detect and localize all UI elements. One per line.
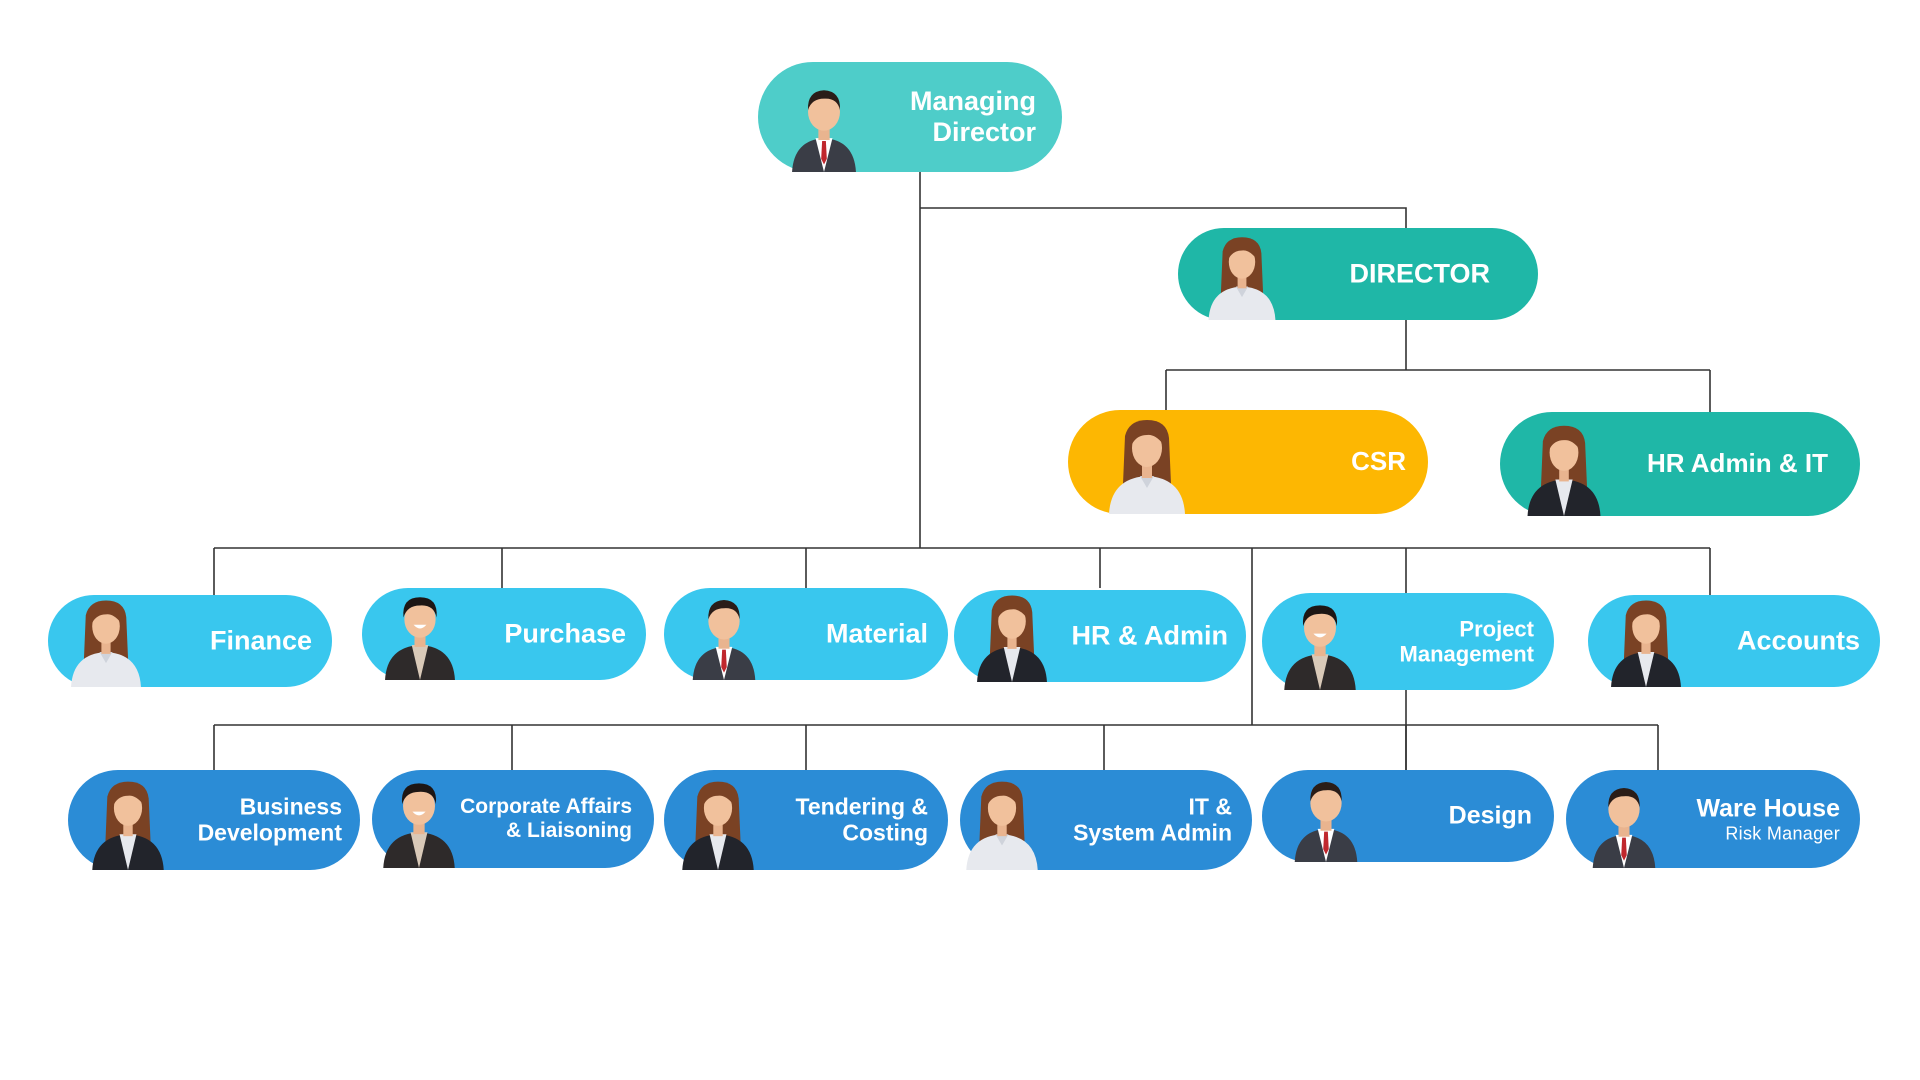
node-design[interactable]: Design [1262, 770, 1554, 862]
man-suit-icon [1294, 781, 1358, 862]
node-purchase[interactable]: Purchase [362, 588, 646, 680]
node-finance[interactable]: Finance [48, 595, 332, 687]
node-managing-director[interactable]: Managing Director [758, 62, 1062, 172]
node-accounts[interactable]: Accounts [1588, 595, 1880, 687]
woman-white-shirt-icon [966, 781, 1038, 870]
node-finance-label: Finance [209, 625, 312, 656]
man-suit-icon [1592, 787, 1656, 868]
node-project-management[interactable]: Project Management [1262, 593, 1554, 690]
node-director[interactable]: DIRECTOR [1178, 228, 1538, 320]
node-director-label: DIRECTOR [1349, 258, 1490, 289]
woman-white-shirt-icon [1109, 420, 1185, 514]
node-tendering-costing-line2: Costing [842, 820, 928, 846]
connector-director-split [1165, 320, 1711, 412]
node-it-system-admin[interactable]: IT & System Admin [960, 770, 1252, 870]
man-suit-icon [792, 90, 856, 172]
node-corporate-affairs-line1: Corporate Affairs [460, 794, 632, 818]
woman-blazer-icon [682, 781, 754, 870]
man-suit-icon [692, 599, 756, 680]
node-csr[interactable]: CSR [1068, 410, 1428, 514]
man-smiling-icon [383, 783, 455, 868]
node-hr-admin-it[interactable]: HR Admin & IT [1500, 412, 1860, 516]
node-warehouse[interactable]: Ware House Risk Manager [1566, 770, 1860, 868]
node-it-system-admin-line1: IT & [1188, 793, 1232, 820]
node-csr-label: CSR [1351, 446, 1406, 477]
man-smiling-icon [1284, 605, 1356, 690]
node-material[interactable]: Material [664, 588, 948, 680]
node-business-development[interactable]: Business Development [68, 770, 360, 870]
node-tendering-costing[interactable]: Tendering & Costing [664, 770, 948, 870]
woman-white-shirt-icon [1208, 237, 1276, 320]
woman-blazer-icon [1527, 425, 1601, 516]
node-hr-admin-it-label: HR Admin & IT [1646, 448, 1828, 479]
node-managing-director-line2: Director [932, 117, 1036, 147]
node-warehouse-line1: Ware House [1696, 794, 1840, 823]
node-warehouse-line2: Risk Manager [1725, 823, 1840, 844]
node-purchase-label: Purchase [504, 618, 626, 649]
node-hr-admin-label: HR & Admin [1071, 620, 1229, 651]
node-project-management-line1: Project [1459, 616, 1534, 642]
woman-blazer-icon [1611, 600, 1681, 687]
node-tendering-costing-line1: Tendering & [795, 793, 928, 820]
woman-white-shirt-icon [71, 600, 141, 687]
node-accounts-label: Accounts [1736, 625, 1860, 656]
node-corporate-affairs[interactable]: Corporate Affairs & Liaisoning [372, 770, 654, 868]
node-material-label: Material [825, 618, 928, 649]
node-corporate-affairs-line2: & Liaisoning [506, 819, 632, 842]
man-smiling-icon [385, 597, 455, 680]
node-it-system-admin-line2: System Admin [1073, 820, 1232, 846]
connector-level4-drops [213, 725, 1659, 770]
node-project-management-line2: Management [1399, 641, 1534, 667]
node-managing-director-line1: Managing [910, 85, 1036, 116]
node-business-development-line1: Business [239, 793, 342, 820]
connector-level3-drops [213, 548, 1711, 595]
node-design-label: Design [1448, 801, 1532, 830]
woman-blazer-icon [92, 781, 164, 870]
node-hr-admin[interactable]: HR & Admin [954, 590, 1246, 682]
connector-md-to-director [920, 207, 1407, 228]
woman-blazer-icon [977, 595, 1047, 682]
node-business-development-line2: Development [197, 820, 342, 846]
